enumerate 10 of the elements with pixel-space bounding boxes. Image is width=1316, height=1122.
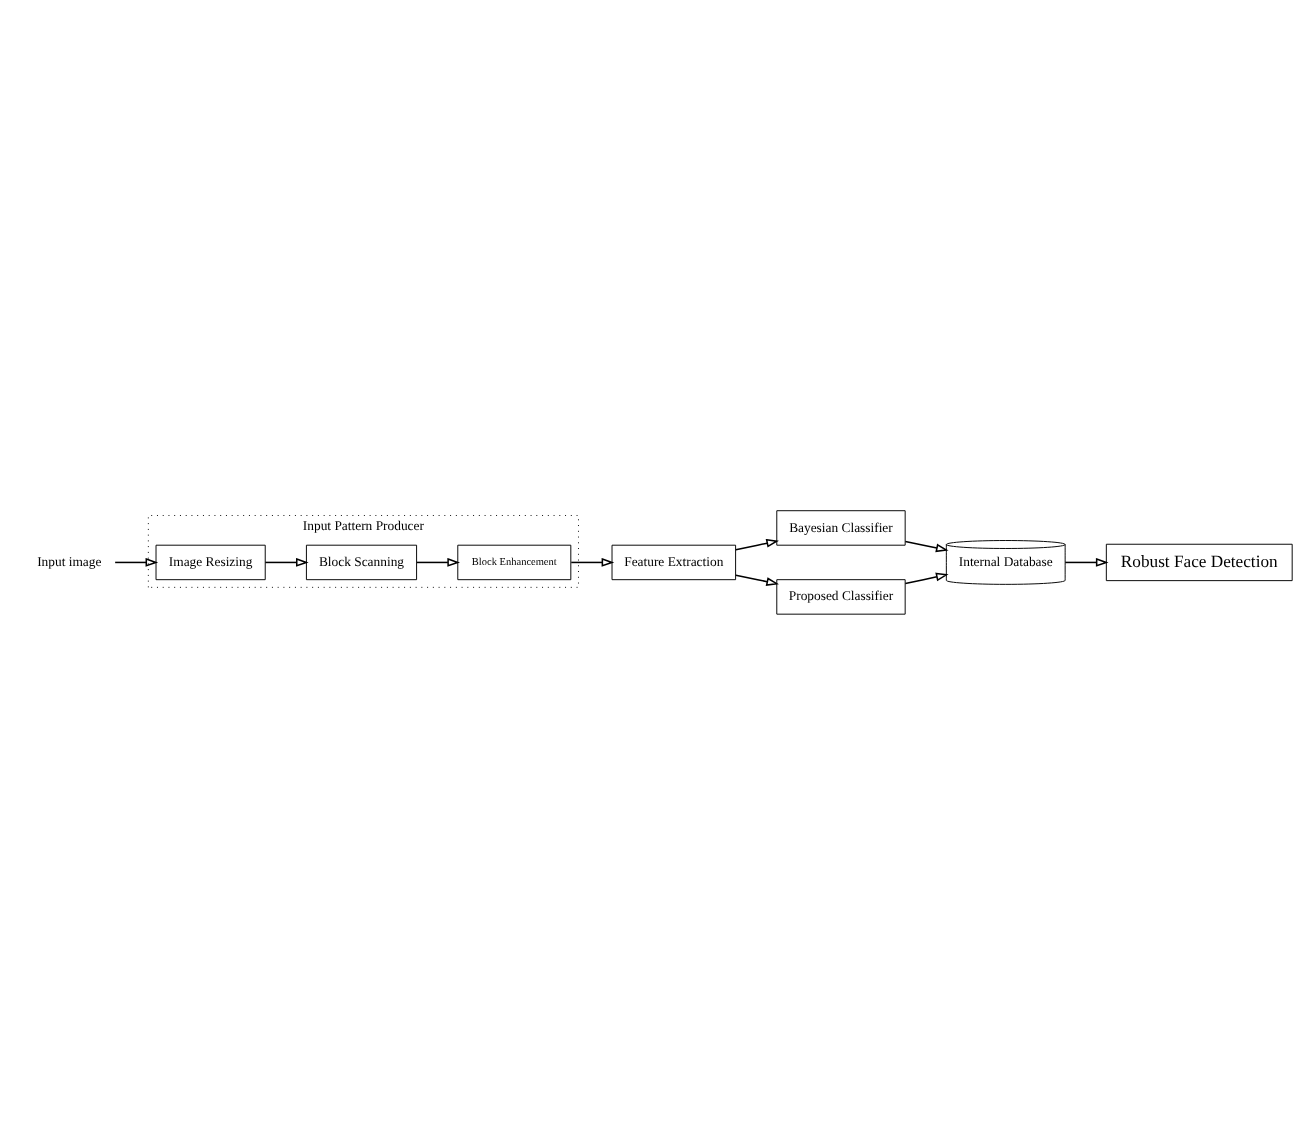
arrow	[114, 558, 159, 567]
arrow	[735, 574, 779, 586]
arrow	[904, 540, 949, 553]
arrow	[570, 558, 615, 567]
arrow	[264, 558, 309, 567]
arrow	[1064, 558, 1109, 567]
node-box: Robust Face Detection	[1105, 543, 1293, 582]
arrow	[735, 538, 779, 551]
arrow	[416, 558, 460, 567]
arrow	[904, 572, 949, 585]
